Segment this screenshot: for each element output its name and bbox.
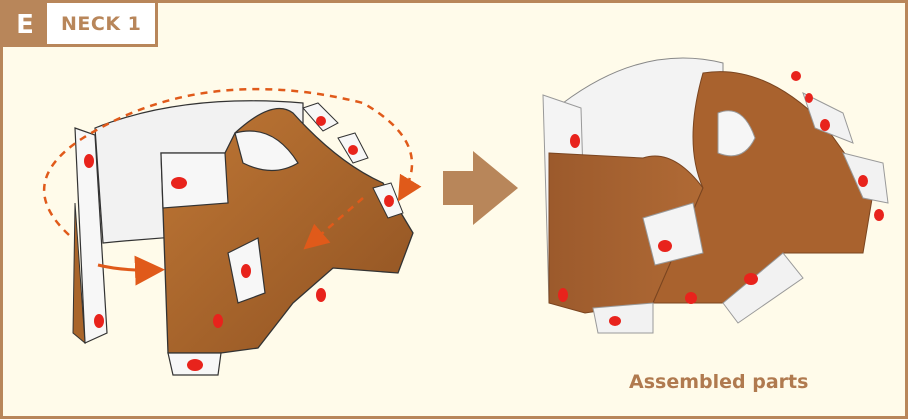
assembled-parts-caption: Assembled parts: [629, 371, 809, 393]
section-title: NECK 1: [47, 3, 159, 47]
unassembled-diagram: [42, 87, 422, 376]
assembled-model: [542, 57, 889, 334]
illustration-canvas: [42, 57, 889, 376]
section-letter: E: [3, 3, 47, 47]
section-header: E NECK 1: [3, 3, 159, 47]
arrow-right-icon: [443, 151, 518, 225]
